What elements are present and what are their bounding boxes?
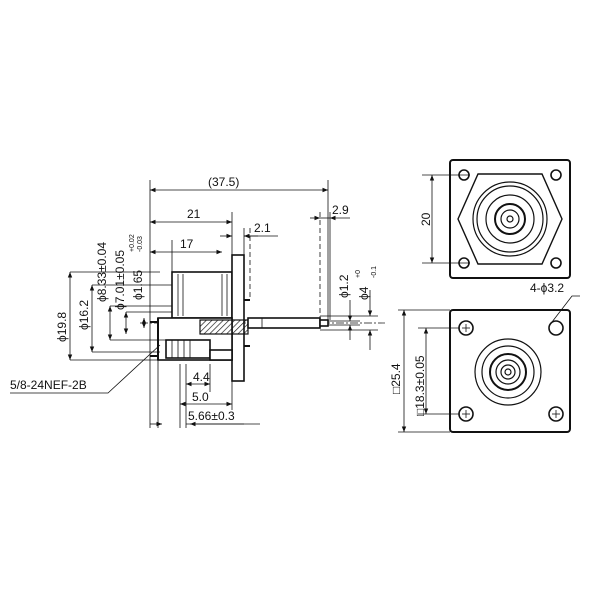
dim-dia-16-2: ϕ16.2 — [77, 300, 91, 330]
panel-hole-tr — [548, 320, 564, 336]
dim-dia-8-33: ϕ8.33±0.04 — [95, 242, 109, 302]
dim-length-21: 21 — [187, 207, 201, 221]
dim-dia-1-65-tol-upper: +0.02 — [129, 234, 136, 252]
side-view: (37.5) 21 2.9 2.1 17 ϕ19.8 ϕ16.2 ϕ8.33±0… — [10, 175, 385, 428]
dim-dia-1-65: ϕ1.65 — [131, 270, 145, 300]
dim-dia-4-tol-upper: +0 — [355, 270, 362, 278]
dim-square-18-3: □18.3±0.05 — [413, 355, 427, 416]
holes-label: 4-ϕ3.2 — [530, 281, 564, 295]
connector-body — [150, 254, 329, 382]
dim-dia-19-8: ϕ19.8 — [55, 312, 69, 342]
thread-spec-label: 5/8-24NEF-2B — [10, 378, 87, 392]
dim-length-2-9: 2.9 — [332, 203, 349, 217]
dim-length-4-4: 4.4 — [193, 370, 210, 384]
dim-dia-7-01: ϕ7.01±0.05 — [113, 250, 127, 310]
front-view-bottom: 4-ϕ3.2 □25.4 □18.3±0.05 — [389, 281, 580, 433]
front-view-top: 20 — [419, 159, 571, 279]
dim-square-25-4: □25.4 — [389, 363, 403, 394]
dim-height-20: 20 — [419, 212, 433, 226]
dim-length-2-1: 2.1 — [254, 221, 271, 235]
dim-dia-1-65-tol-lower: -0.03 — [137, 236, 144, 252]
dim-dia-1-2: ϕ1.2 — [337, 274, 351, 298]
mount-hole-tr — [550, 169, 562, 181]
dim-length-5-0: 5.0 — [192, 390, 209, 404]
dim-dia-4-tol-lower: -0.1 — [371, 266, 378, 278]
dim-length-17: 17 — [180, 237, 194, 251]
dim-overall-length: (37.5) — [208, 175, 239, 189]
dim-dia-4: ϕ4 — [357, 286, 371, 300]
mount-hole-br — [550, 257, 562, 269]
dim-length-5-66: 5.66±0.3 — [188, 409, 235, 423]
